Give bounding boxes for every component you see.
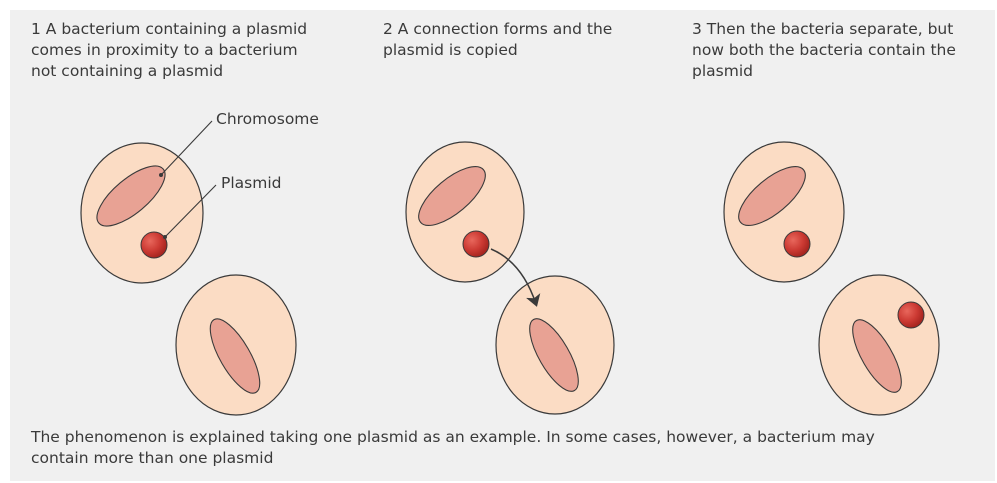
step3-recipient-plasmid [898, 302, 924, 328]
step3-donor-bacterium [724, 142, 844, 282]
step1-description: 1 A bacterium containing a plasmid comes… [31, 19, 307, 82]
step3-recipient-bacterium [819, 275, 939, 415]
chromosome-leader-dot [159, 173, 163, 177]
plasmid-label: Plasmid [221, 173, 281, 193]
step2-description: 2 A connection forms and the plasmid is … [383, 19, 612, 61]
step3-description: 3 Then the bacteria separate, but now bo… [692, 19, 956, 82]
chromosome-label: Chromosome [216, 109, 319, 129]
plasmid-leader-dot [163, 235, 167, 239]
step2-recipient-bacterium [496, 276, 614, 414]
step3-donor-plasmid [784, 231, 810, 257]
step2-donor-plasmid [463, 231, 489, 257]
step1-recipient-bacterium [176, 275, 296, 415]
step1-donor-plasmid [141, 232, 167, 258]
caption: The phenomenon is explained taking one p… [31, 427, 875, 469]
step1-donor-bacterium [81, 143, 203, 283]
step2-donor-bacterium [406, 142, 524, 282]
